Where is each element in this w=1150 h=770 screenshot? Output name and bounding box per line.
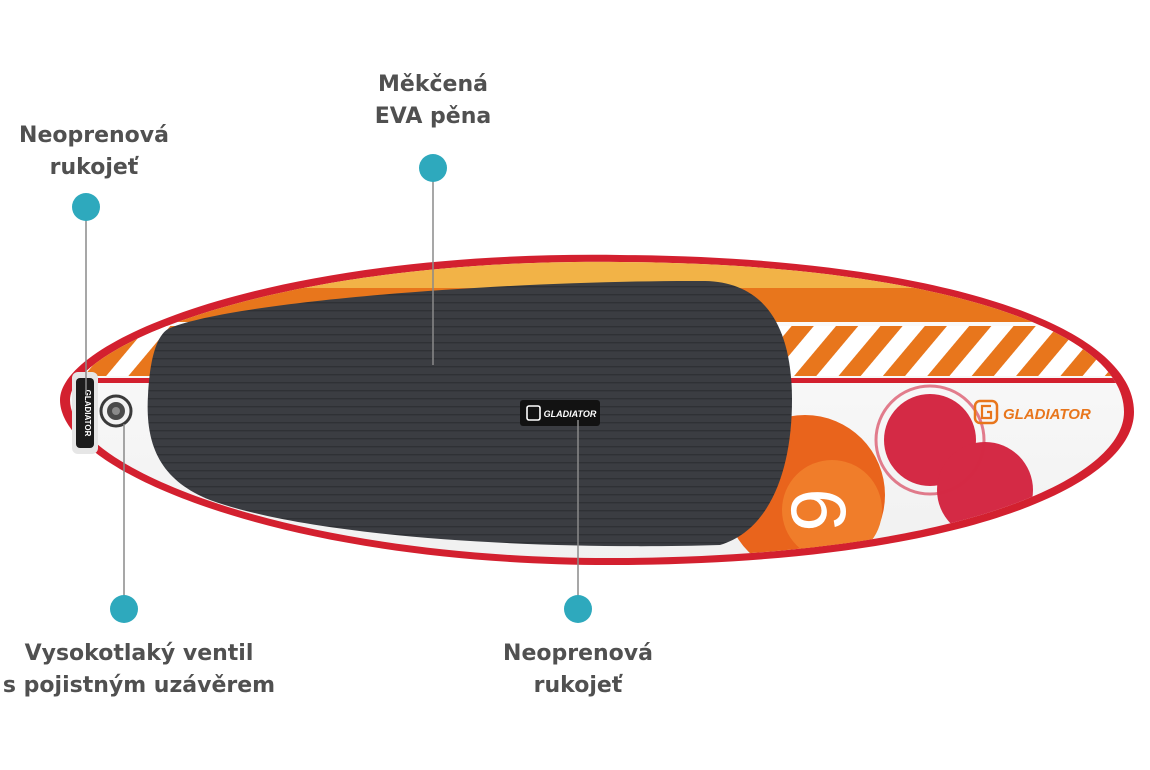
callout-line: rukojeť	[533, 673, 623, 698]
callout-valve: Vysokotlaký ventil s pojistným uzávěrem	[0, 638, 278, 702]
valve-icon	[99, 394, 133, 428]
dot-icon	[564, 595, 592, 623]
center-handle-logo: GLADIATOR	[544, 409, 597, 419]
callout-line: EVA pěna	[374, 104, 492, 129]
callout-tail-handle: Neoprenová rukojeť	[0, 120, 188, 184]
callout-eva-foam: Měkčená EVA pěna	[333, 69, 533, 133]
callout-line: Neoprenová	[503, 641, 653, 666]
gladiator-logo-icon: GLADIATOR	[973, 399, 1091, 425]
brand-logo-text: GLADIATOR	[1003, 406, 1091, 423]
callout-line: Neoprenová	[19, 123, 169, 148]
dot-icon	[110, 595, 138, 623]
callout-line: rukojeť	[49, 155, 139, 180]
center-handle: GLADIATOR	[520, 400, 600, 426]
tail-handle-logo: GLADIATOR	[83, 390, 92, 437]
dot-icon	[419, 154, 447, 182]
size-digit: 9	[774, 488, 862, 531]
callout-center-handle: Neoprenová rukojeť	[478, 638, 678, 702]
callout-line: Vysokotlaký ventil	[24, 641, 254, 666]
callout-line: Měkčená	[378, 72, 488, 97]
callout-line: s pojistným uzávěrem	[2, 673, 276, 698]
eva-deck-pad	[147, 280, 793, 547]
dot-icon	[72, 193, 100, 221]
tail-handle: GLADIATOR	[72, 372, 98, 454]
